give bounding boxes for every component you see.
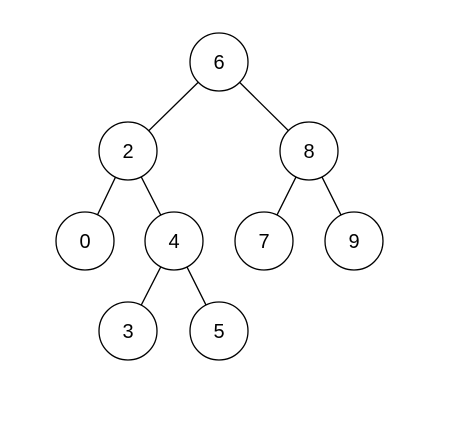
tree-node-5: 5 [189, 301, 249, 361]
edge-n2-n4 [140, 176, 162, 216]
tree-node-6: 6 [189, 32, 249, 92]
node-circle [189, 301, 249, 361]
tree-node-9: 9 [324, 211, 384, 271]
node-circle [98, 301, 158, 361]
tree-node-3: 3 [98, 301, 158, 361]
node-circle [55, 211, 115, 271]
edge-n6-n2 [148, 81, 199, 132]
tree-node-7: 7 [234, 211, 294, 271]
nodes-layer: 6 2 8 0 4 7 9 3 5 [55, 32, 384, 361]
node-label: 8 [303, 141, 314, 163]
tree-node-8: 8 [279, 121, 339, 181]
edge-n8-n7 [276, 176, 297, 216]
tree-node-2: 2 [98, 121, 158, 181]
edges-layer [96, 81, 342, 306]
node-label: 0 [79, 231, 90, 253]
node-circle [98, 121, 158, 181]
edge-n6-n8 [239, 81, 289, 132]
node-circle [324, 211, 384, 271]
node-label: 2 [122, 141, 133, 163]
node-label: 6 [213, 52, 224, 74]
node-label: 5 [213, 321, 224, 343]
node-label: 9 [348, 231, 359, 253]
node-label: 7 [258, 231, 269, 253]
edge-n4-n3 [140, 266, 162, 306]
tree-node-0: 0 [55, 211, 115, 271]
edge-n2-n0 [96, 176, 117, 216]
node-label: 3 [122, 321, 133, 343]
node-circle [279, 121, 339, 181]
node-circle [234, 211, 294, 271]
tree-node-4: 4 [144, 211, 204, 271]
node-circle [189, 32, 249, 92]
edge-n8-n9 [321, 176, 342, 216]
node-label: 4 [168, 231, 179, 253]
edge-n4-n5 [186, 266, 207, 306]
node-circle [144, 211, 204, 271]
